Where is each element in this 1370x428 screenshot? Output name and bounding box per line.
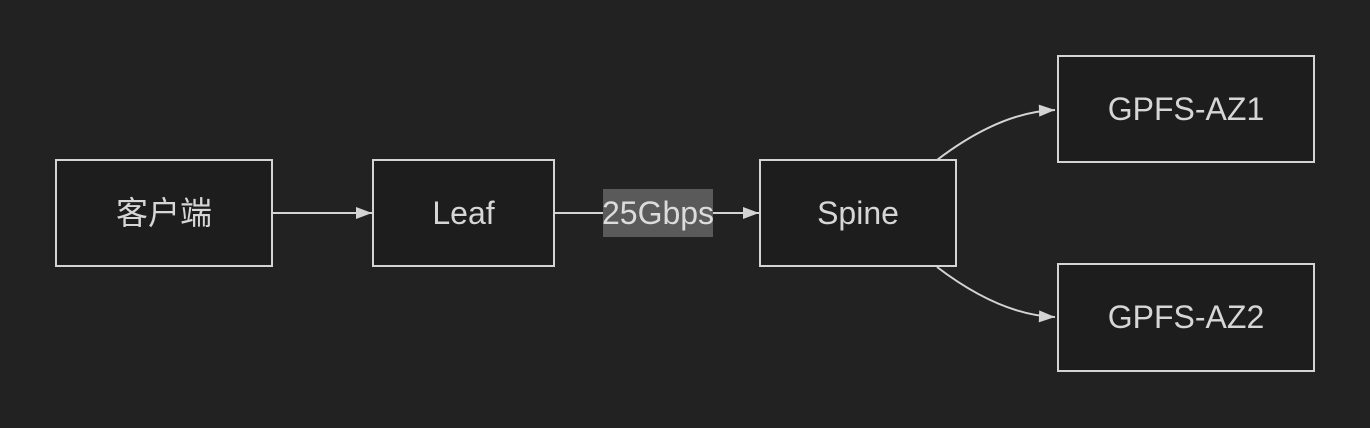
node-leaf-label: Leaf	[432, 194, 495, 231]
node-gpfs-az1[interactable]: GPFS-AZ1	[1057, 55, 1315, 163]
node-client-label: 客户端	[115, 194, 212, 231]
node-spine-label: Spine	[817, 194, 899, 231]
edge-spine-to-gpfs-az1	[936, 104, 1056, 161]
node-gpfs-az2[interactable]: GPFS-AZ2	[1057, 263, 1315, 372]
node-gpfs-az2-label: GPFS-AZ2	[1107, 299, 1265, 336]
node-client[interactable]: 客户端	[55, 159, 273, 267]
node-spine[interactable]: Spine	[759, 159, 957, 267]
edge-spine-to-gpfs-az2	[936, 266, 1056, 323]
edge-label-bandwidth[interactable]: 25Gbps	[602, 189, 714, 237]
node-leaf[interactable]: Leaf	[372, 159, 555, 267]
node-gpfs-az1-label: GPFS-AZ1	[1107, 90, 1265, 127]
